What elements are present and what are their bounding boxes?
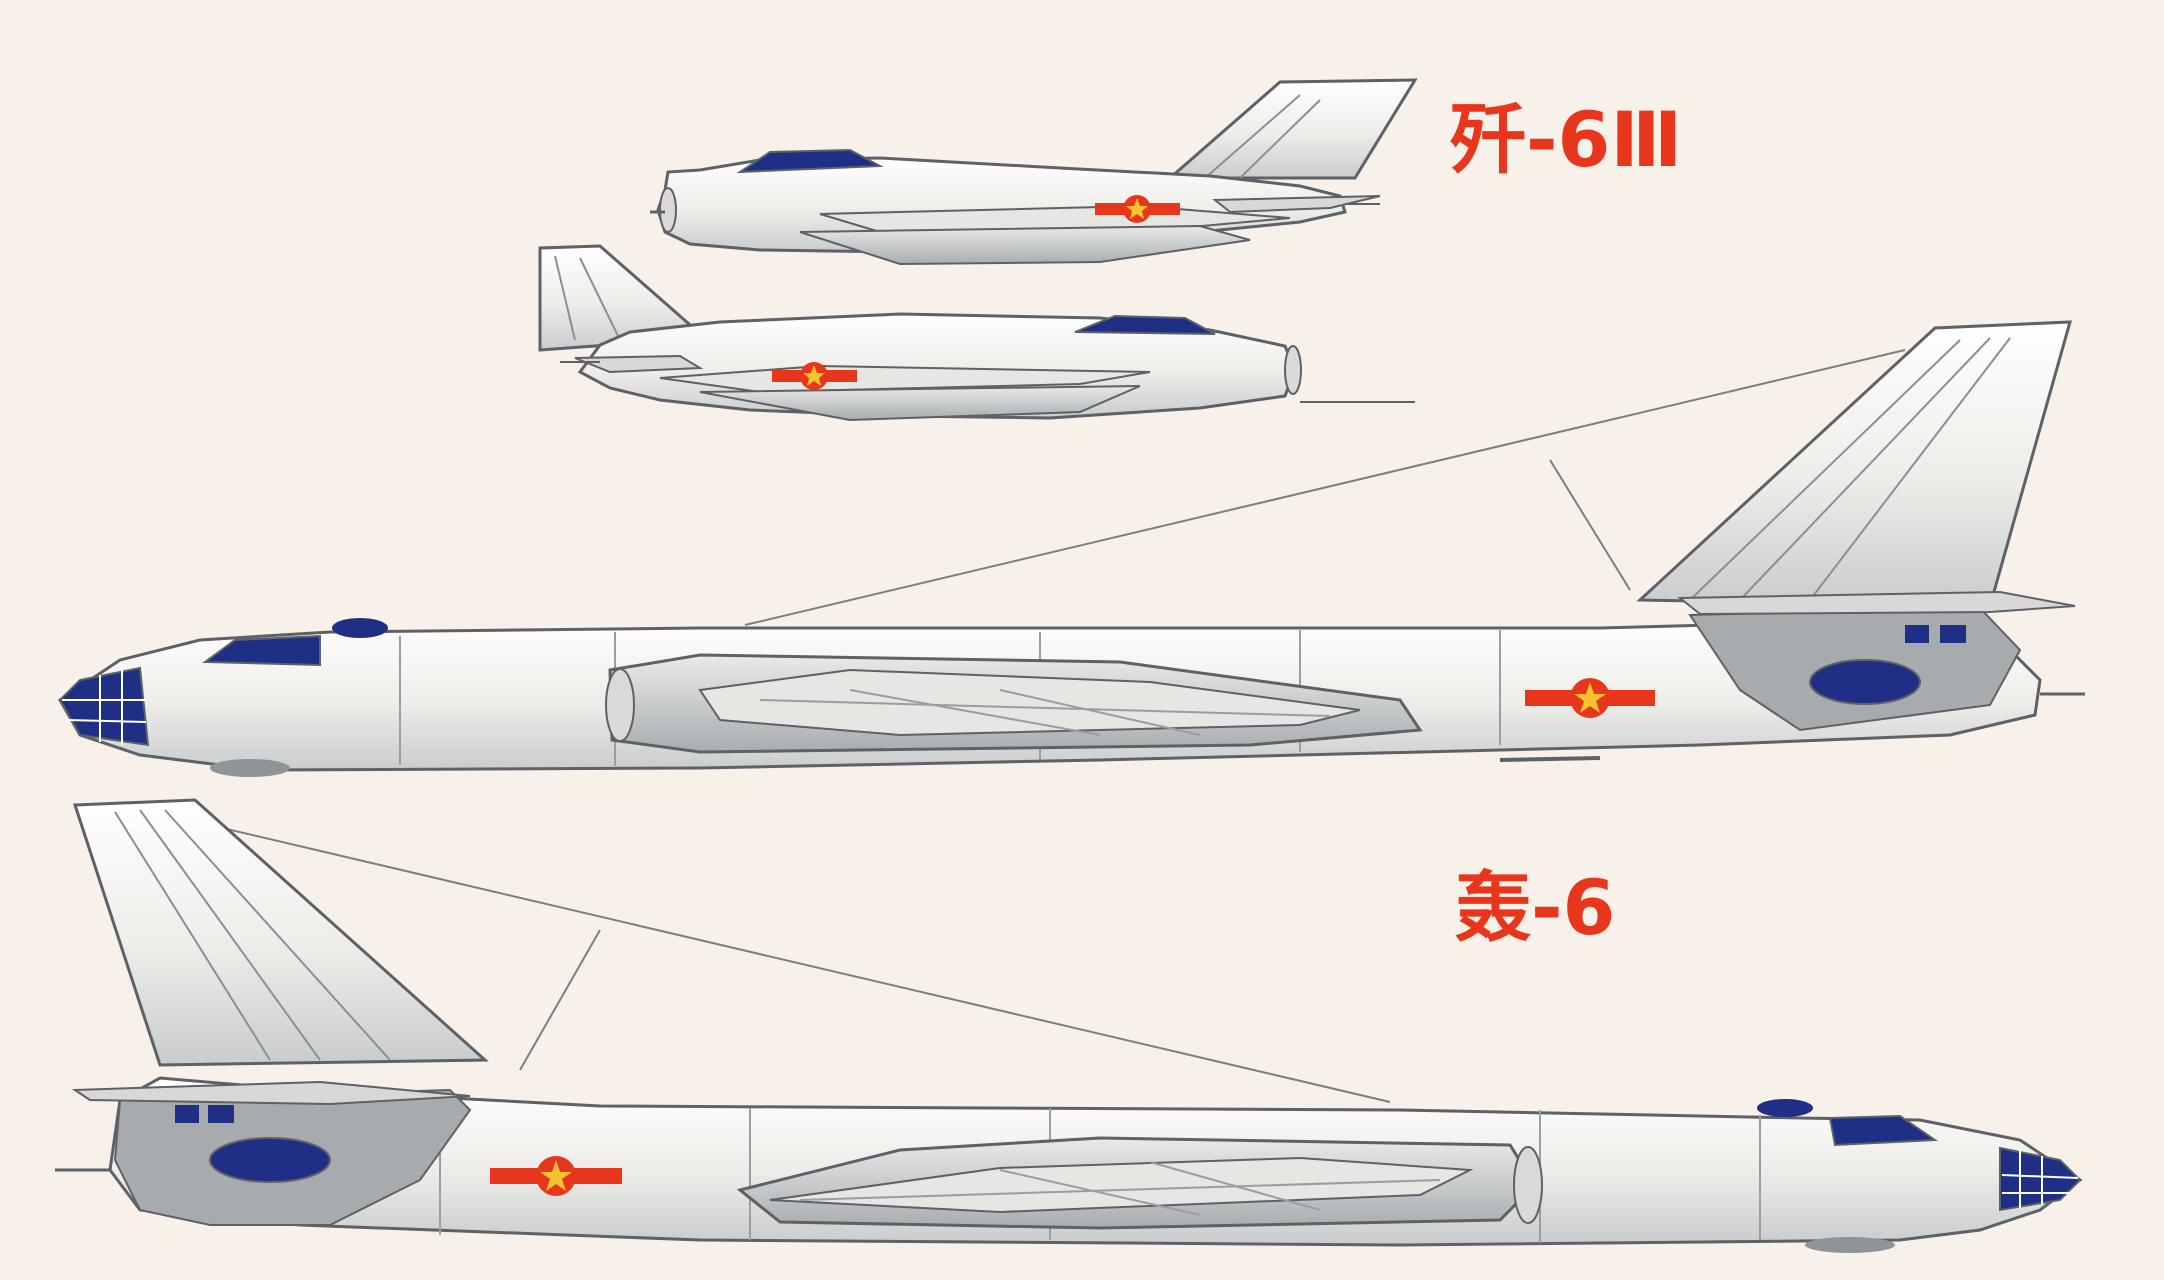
bomber-upper-wing xyxy=(698,668,1361,737)
fighter-lower xyxy=(538,244,1415,422)
fighter-lower-insignia-icon xyxy=(772,362,857,390)
bomber-label: 轰-6 xyxy=(1455,863,1616,952)
bomber-upper xyxy=(58,320,2085,777)
bomber-lower-cockpit xyxy=(1828,1114,1939,1147)
bomber-upper-cockpit xyxy=(202,634,321,667)
fighter-lower-canopy xyxy=(1074,314,1216,335)
bomber-upper-insignia-icon xyxy=(1525,678,1655,718)
bomber-lower-tail-fin xyxy=(72,798,489,1067)
bomber-upper-nose-glazing xyxy=(58,666,150,747)
fighter-label: 歼-6Ⅲ xyxy=(1450,95,1683,184)
fighter-upper-insignia-icon xyxy=(1095,195,1180,223)
bomber-lower xyxy=(55,798,2083,1253)
bomber-lower-wing xyxy=(769,1156,1474,1214)
fighter-upper xyxy=(650,78,1418,266)
fighter-upper-canopy xyxy=(736,148,884,174)
bomber-upper-tail-fin xyxy=(1636,320,2073,608)
fighter-upper-tail-fin xyxy=(1166,78,1418,180)
bomber-lower-insignia-icon xyxy=(490,1156,622,1196)
bomber-lower-nose-glazing xyxy=(1999,1146,2082,1212)
